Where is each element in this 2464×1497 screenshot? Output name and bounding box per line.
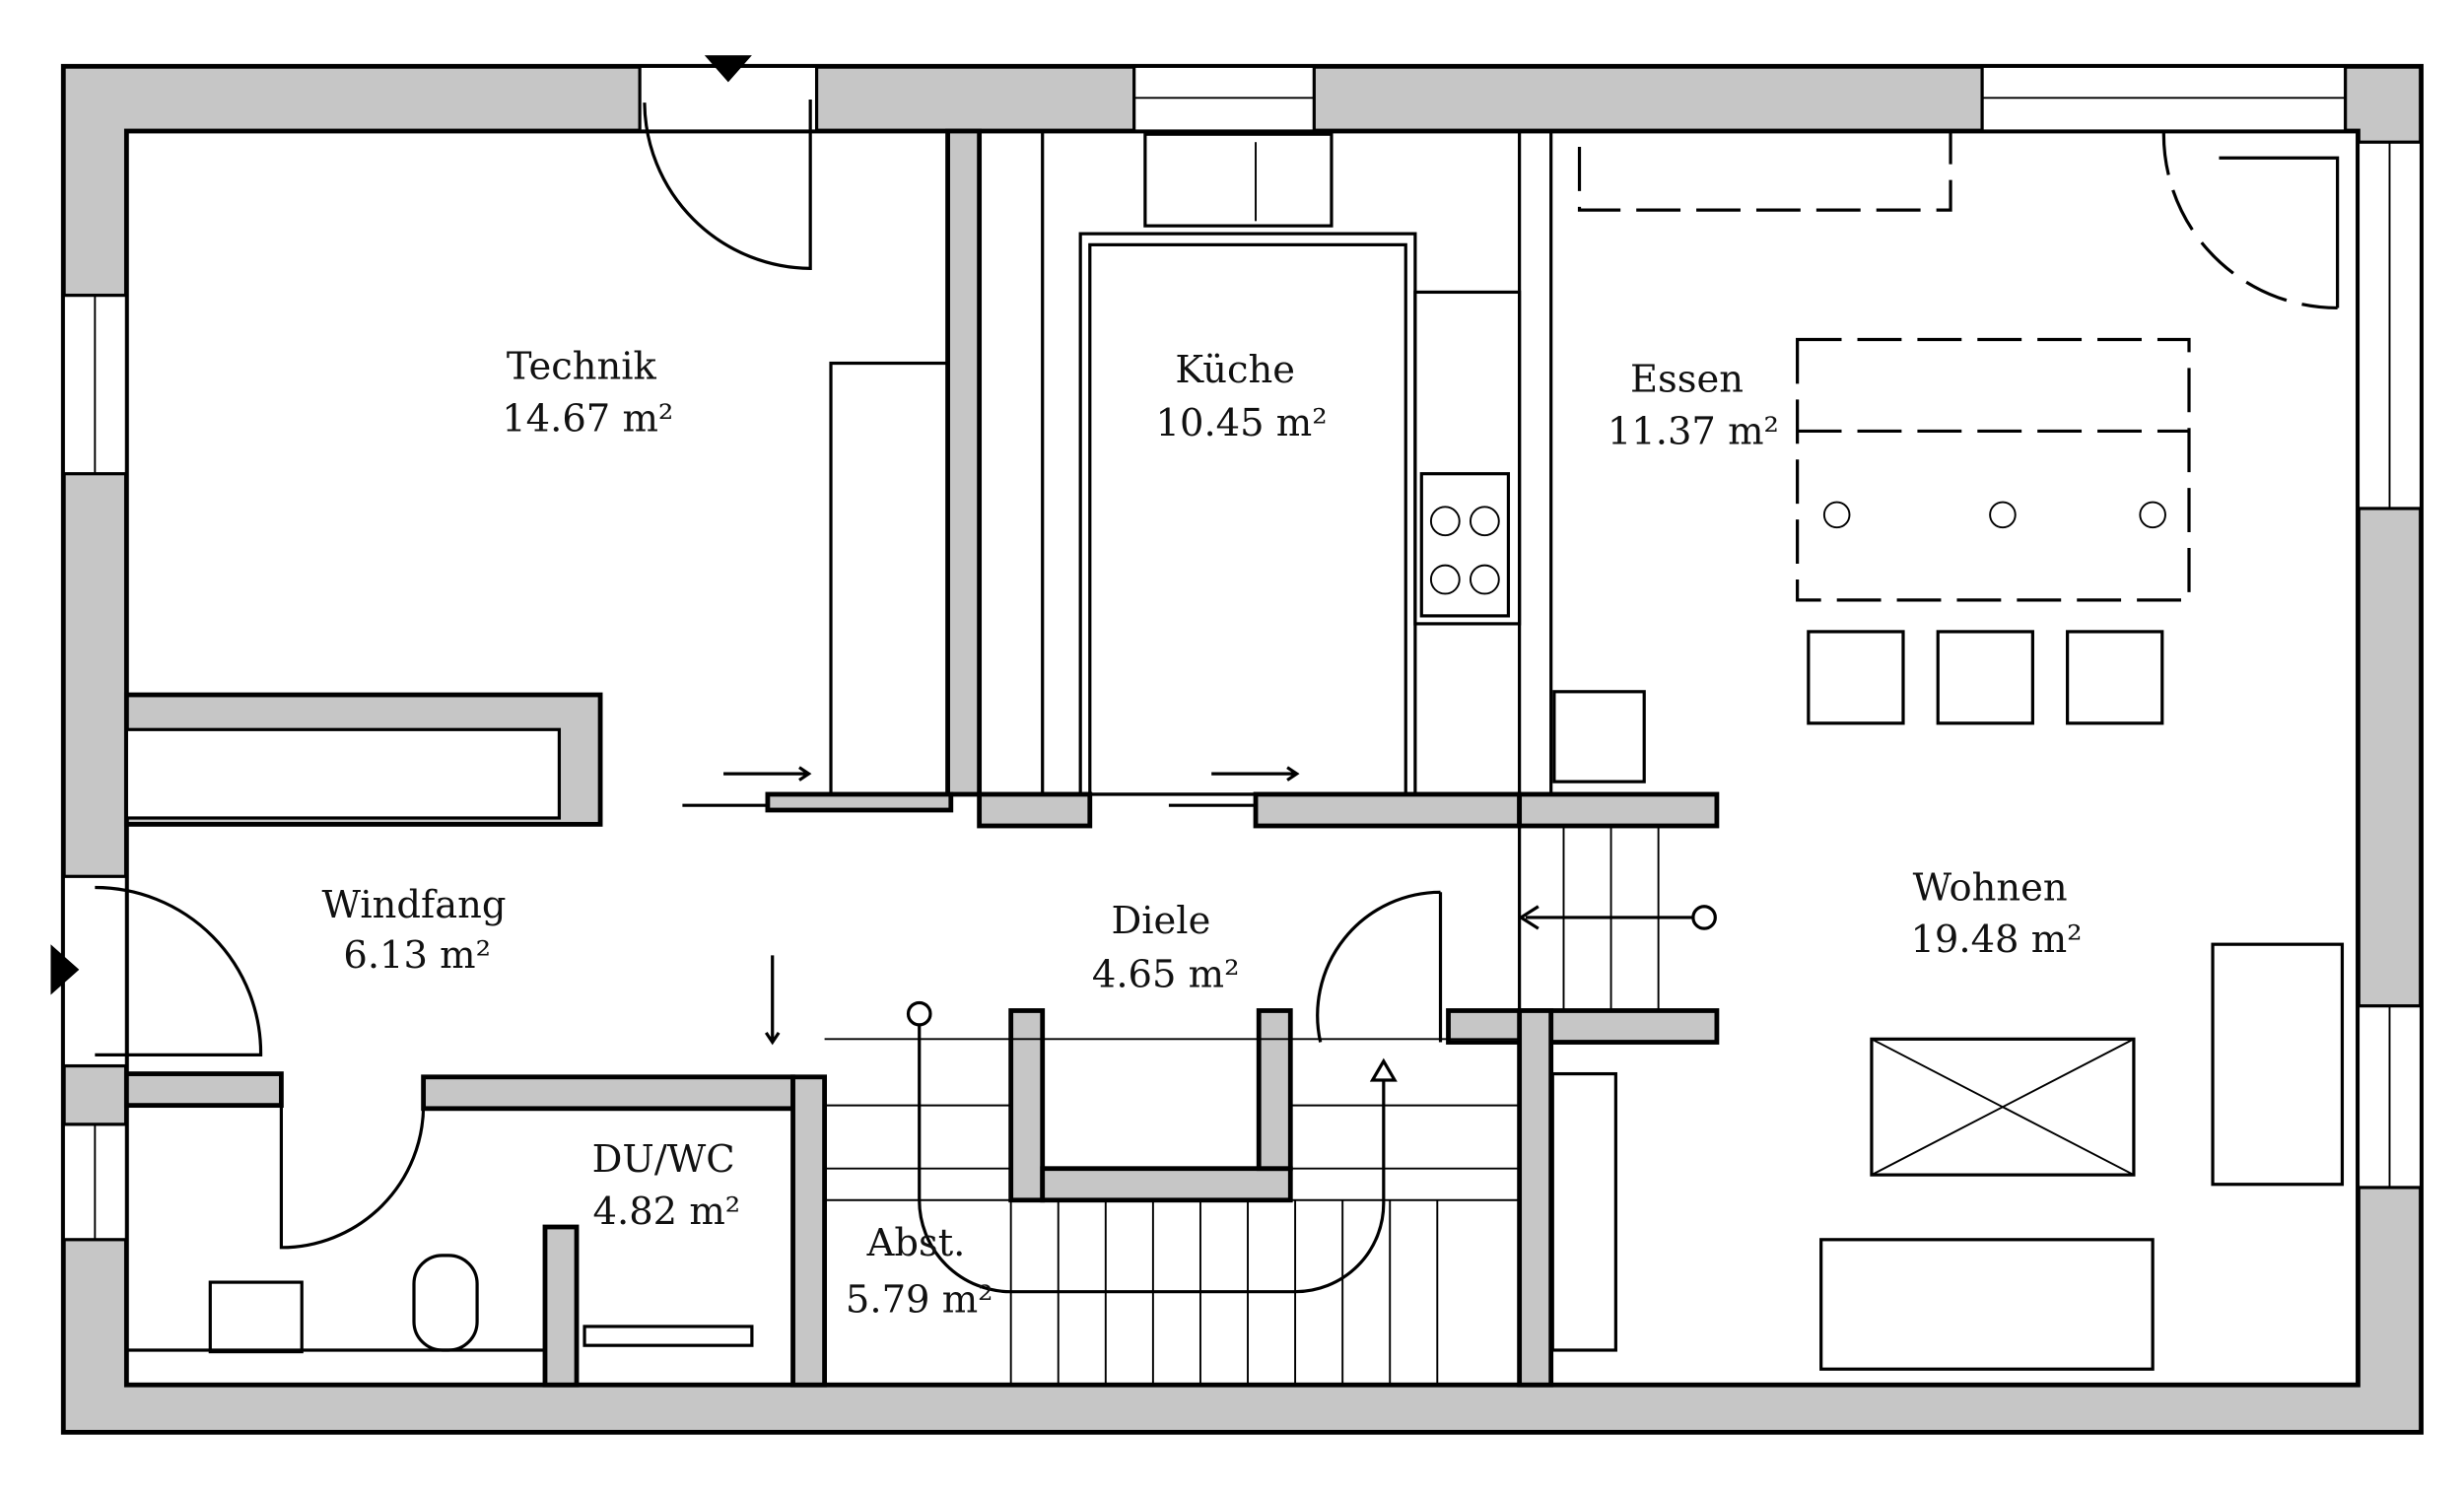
room-essen: Essen 11.37 m² [1608,357,1779,453]
room-area: 19.48 m² [1910,918,2082,962]
room-du-wc: DU/WC 4.82 m² [592,1137,741,1234]
room-labels: Technik 14.67 m² Küche 10.45 m² Essen 11.37… [321,345,2082,1323]
room-windfang: Windfang 6.13 m² [321,883,506,978]
washbasin-icon [208,1280,304,1354]
stair-direction-arrow [918,1013,1386,1294]
cooktop-icon [1419,472,1511,618]
room-area: 4.65 m² [1092,952,1240,996]
stair-direction-arrow-upper [1518,905,1705,930]
interior-walls [123,128,1720,1388]
room-name: Technik [507,345,657,389]
sink-icon [1143,132,1334,228]
sofa [1819,1238,2155,1371]
kitchen-furniture [978,129,1522,796]
room-area: 14.67 m² [502,396,673,441]
room-name: Küche [1175,348,1295,392]
room-area: 10.45 m² [1156,401,1328,445]
room-name: DU/WC [592,1137,735,1182]
room-name: Diele [1111,899,1210,943]
plant-icon [1552,690,1646,783]
room-area: 11.37 m² [1608,409,1779,453]
room-area: 5.79 m² [846,1278,993,1323]
room-name: Windfang [321,883,506,927]
dining-table [1552,129,2191,783]
living-furniture [1550,942,2345,1371]
technik-cabinet [829,361,950,796]
room-wohnen: Wohnen 19.48 m² [1910,865,2082,962]
sideboard [1550,1071,1617,1352]
shower-tray [582,1325,754,1347]
room-name: Abst. [866,1221,966,1265]
room-area: 6.13 m² [343,933,491,978]
room-name: Wohnen [1913,865,2068,910]
room-kueche: Küche 10.45 m² [1156,348,1328,445]
doors [95,99,2340,1250]
sliding-door-arrows [682,766,1300,1046]
room-name: Essen [1630,357,1744,401]
bathroom-fixtures [126,1254,754,1354]
room-diele: Diele 4.65 m² [1092,899,1240,996]
coffee-table [1870,1037,2136,1177]
room-abstellraum: Abst. 5.79 m² [846,1221,993,1323]
room-area: 4.82 m² [593,1190,741,1234]
armchair [2211,942,2345,1187]
room-technik: Technik 14.67 m² [502,345,673,442]
